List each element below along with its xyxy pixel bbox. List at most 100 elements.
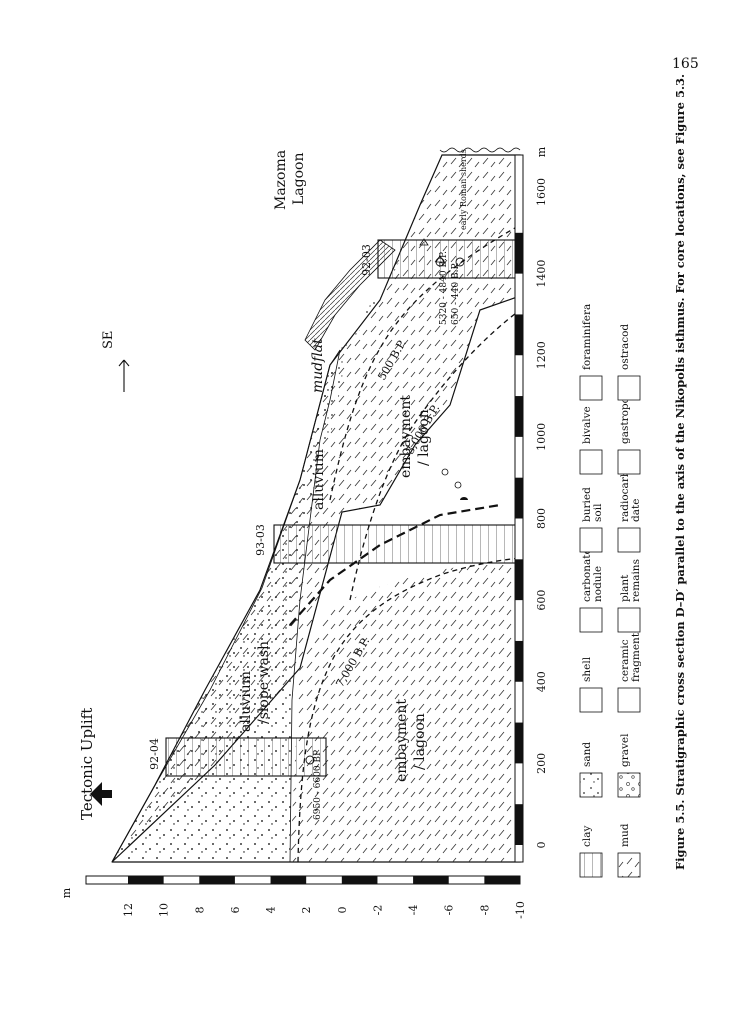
embayment-lower-unit bbox=[290, 565, 520, 862]
x-axis-stripe bbox=[515, 396, 523, 437]
x-tick-label: 1600 bbox=[535, 178, 548, 206]
legend-label: remains bbox=[630, 559, 642, 602]
x-tick-label: 800 bbox=[535, 508, 548, 529]
x-tick-label: 1000 bbox=[535, 423, 548, 451]
x-tick-label: 200 bbox=[535, 753, 548, 774]
foraminifera-icon bbox=[441, 468, 449, 476]
date-9203-a-label: 5320 - 4840 B.P. bbox=[439, 251, 449, 325]
figure-caption: Figure 5.5. Stratigraphic cross section … bbox=[673, 74, 687, 870]
legend-label: plant bbox=[619, 574, 631, 602]
y-tick-label: -6 bbox=[443, 905, 456, 916]
x-axis-stripe bbox=[515, 559, 523, 601]
isochron-3000-line bbox=[349, 309, 521, 601]
radiocarbon-date-icon bbox=[455, 257, 465, 267]
se-arrow-icon bbox=[118, 359, 130, 392]
x-tick-label: 1400 bbox=[535, 260, 548, 288]
legend-label: nodule bbox=[592, 566, 604, 602]
legend-label: sand bbox=[581, 742, 593, 767]
y-tick-label: 10 bbox=[158, 903, 171, 917]
early-roman-label: early Roman sherds bbox=[459, 149, 468, 230]
embayment-lower-label-2: / lagoon bbox=[412, 713, 428, 770]
embayment-lower-label-1: embayment bbox=[394, 699, 410, 782]
core-93-03: 93-03 bbox=[254, 524, 521, 564]
y-axis-stripe bbox=[484, 876, 520, 884]
water-surface bbox=[439, 147, 521, 153]
legend-label: foraminifera bbox=[581, 304, 593, 370]
y-tick-label: 8 bbox=[193, 907, 206, 914]
y-axis-stripe bbox=[341, 876, 378, 884]
legend-swatch bbox=[579, 449, 603, 475]
gastropod-icon bbox=[435, 255, 445, 263]
legend-swatch bbox=[579, 375, 603, 401]
alluvium-slope-label-1: alluvium bbox=[238, 671, 254, 732]
x-tick-label: 400 bbox=[535, 671, 548, 692]
x-tick-label: 600 bbox=[535, 590, 548, 611]
legend-swatch bbox=[617, 527, 641, 553]
legend-swatch bbox=[579, 852, 603, 878]
legend-label: carbonate bbox=[581, 548, 593, 602]
y-tick-label: 6 bbox=[229, 907, 242, 914]
legend-swatch bbox=[579, 527, 603, 553]
legend-label: ostracod bbox=[619, 324, 631, 370]
radiocarbon-date-icon bbox=[435, 257, 445, 267]
date-9203-b-label: 650 - 440 B.P. bbox=[451, 262, 461, 325]
page-number: 165 bbox=[672, 56, 699, 72]
y-tick-label: -2 bbox=[371, 905, 384, 916]
legend-swatch bbox=[579, 687, 603, 713]
legend-label: gastropod bbox=[619, 390, 631, 444]
y-axis-stripe bbox=[128, 876, 164, 884]
x-axis-stripe bbox=[515, 232, 523, 274]
legend-swatch bbox=[579, 607, 603, 633]
x-axis-stripe bbox=[515, 477, 523, 519]
y-axis: m 12 10 8 6 4 2 0 -2 -4 -6 -8 -10 bbox=[60, 875, 527, 919]
y-axis-unit: m bbox=[60, 887, 73, 898]
y-tick-label: 2 bbox=[300, 907, 313, 914]
x-axis-stripe bbox=[515, 640, 523, 682]
mudflat-label: mudflat bbox=[310, 338, 326, 393]
legend-label: soil bbox=[592, 503, 604, 522]
core-92-04: 92-04 bbox=[148, 737, 327, 777]
legend-label: gravel bbox=[619, 733, 631, 767]
embayment-upper-label-2: / lagoon bbox=[416, 409, 432, 466]
uplift-arrow-icon bbox=[90, 782, 112, 806]
legend-swatch bbox=[617, 772, 641, 798]
x-axis-unit: m bbox=[535, 146, 548, 157]
tectonic-uplift-label: Tectonic Uplift bbox=[78, 708, 96, 820]
legend-swatch bbox=[617, 375, 641, 401]
legend-swatch bbox=[617, 687, 641, 713]
legend-label: clay bbox=[581, 826, 593, 847]
legend-swatch bbox=[579, 772, 603, 798]
alluvium-mid-label: alluvium bbox=[311, 449, 327, 510]
core-label-93-03: 93-03 bbox=[254, 524, 267, 556]
y-tick-label: -8 bbox=[478, 905, 491, 916]
gastropod-icon bbox=[419, 238, 429, 246]
legend-label: buried bbox=[581, 487, 593, 522]
legend-label: date bbox=[630, 499, 642, 522]
legend-label: fragments bbox=[630, 628, 642, 682]
radiocarbon-date-icon bbox=[305, 755, 315, 765]
y-tick-label: 12 bbox=[122, 903, 135, 917]
isochron-7000-line bbox=[297, 557, 521, 863]
core-label-92-04: 92-04 bbox=[148, 738, 161, 770]
y-tick-label: 0 bbox=[336, 907, 349, 914]
se-label: SE bbox=[101, 331, 116, 349]
x-axis-stripe bbox=[515, 314, 523, 356]
x-axis-stripe bbox=[515, 804, 523, 845]
y-axis-stripe bbox=[413, 876, 449, 884]
embayment-upper-label-1: embayment bbox=[398, 395, 414, 478]
x-tick-label: 0 bbox=[535, 842, 548, 849]
date-9204-label: 6950 - 6600 BP bbox=[313, 750, 323, 820]
alluvium-wedge bbox=[111, 349, 341, 863]
legend-swatch bbox=[617, 607, 641, 633]
core-label-92-03: 92-03 bbox=[360, 244, 373, 276]
legend-swatch bbox=[617, 852, 641, 878]
y-tick-label: 4 bbox=[265, 907, 278, 914]
foraminifera-icon bbox=[454, 481, 462, 489]
y-tick-label: -10 bbox=[514, 901, 527, 919]
y-axis-stripe bbox=[270, 876, 307, 884]
legend-label: shell bbox=[581, 656, 593, 682]
y-tick-label: -4 bbox=[407, 905, 420, 916]
